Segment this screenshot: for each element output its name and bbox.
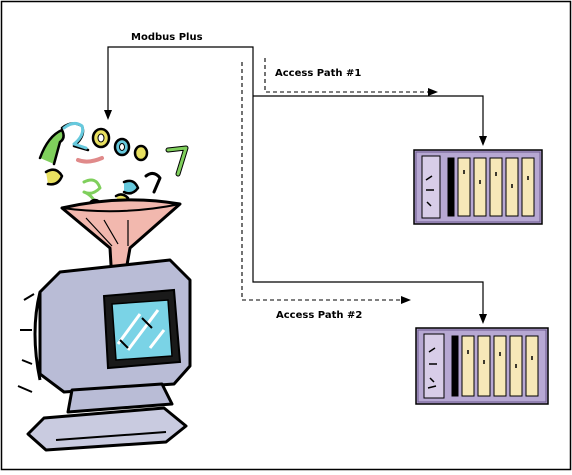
- plc-rack-icon: [415, 327, 549, 405]
- plc-rack-icon: [413, 149, 543, 225]
- keyboard: [26, 406, 188, 452]
- monitor-base: [66, 382, 174, 414]
- network-branch-1: [253, 95, 484, 140]
- access-path-2-line: [241, 62, 403, 301]
- network-arrow-to-computer: [104, 110, 112, 120]
- network-arrow-plc-1: [479, 136, 487, 146]
- network-label: Modbus Plus: [131, 32, 203, 43]
- computer-funnel-icon: [17, 121, 192, 452]
- digit-glyphs: [38, 121, 189, 210]
- access-path-2-arrow: [401, 296, 411, 304]
- access-path-1-line: [264, 58, 430, 93]
- access-path-1-arrow: [428, 88, 438, 96]
- network-line: [107, 46, 484, 320]
- access-path-2-label: Access Path #2: [276, 310, 363, 321]
- network-arrow-plc-2: [479, 314, 487, 324]
- access-path-1-label: Access Path #1: [275, 68, 362, 79]
